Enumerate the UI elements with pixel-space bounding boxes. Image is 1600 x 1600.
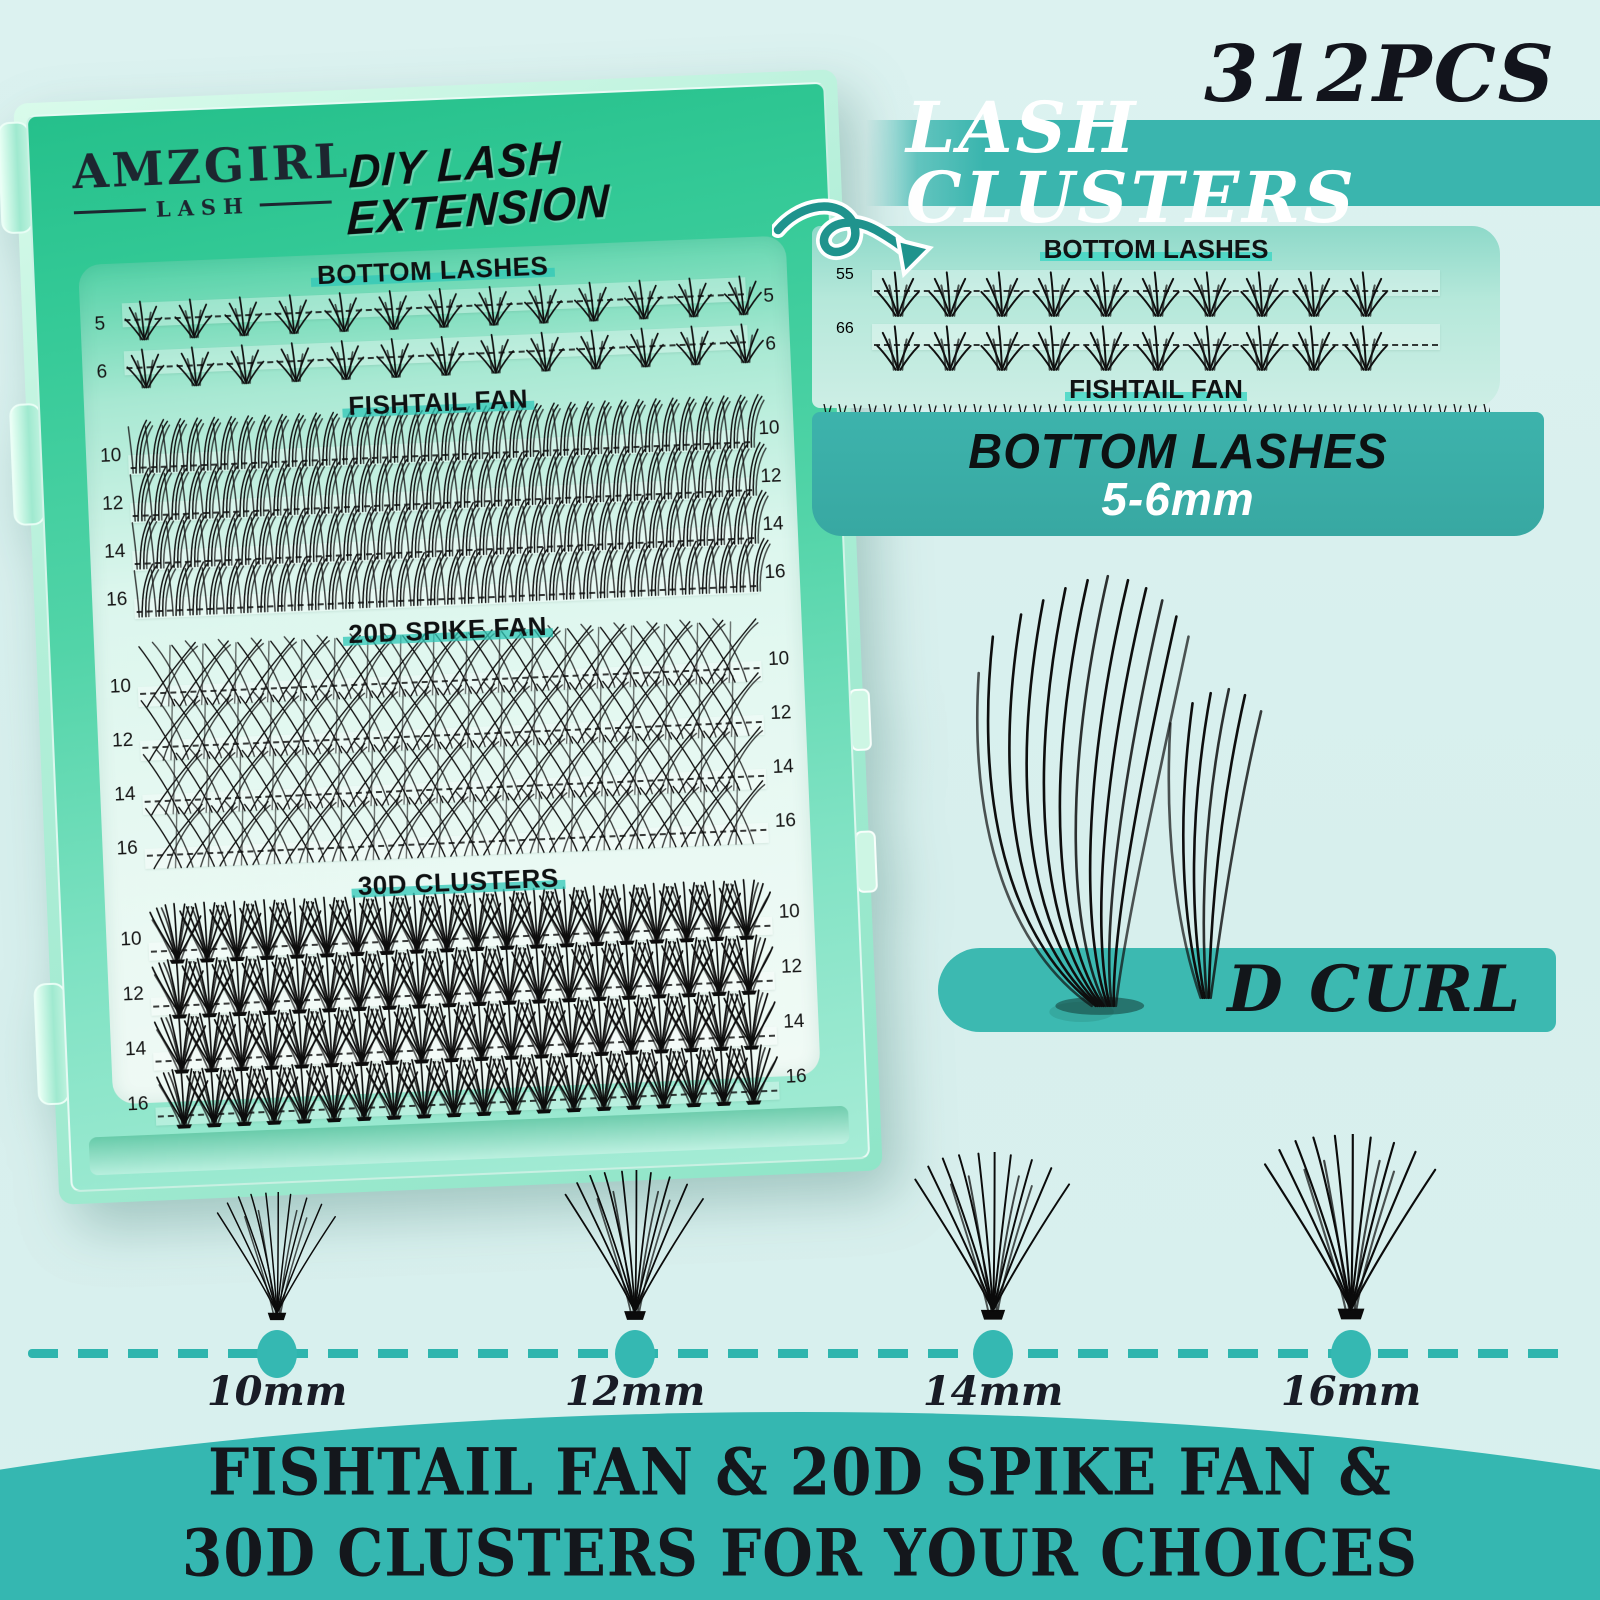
bottom-lashes-size-banner: BOTTOM LASHES 5-6mm (812, 412, 1544, 536)
row-size-label-right: 10 (767, 648, 790, 671)
size-cluster-illustration (564, 1170, 704, 1321)
row-size-label-left: 10 (99, 445, 122, 467)
size-label: 14mm (922, 1368, 1064, 1415)
lash-strip (876, 271, 1388, 317)
row-size-label-left: 5 (94, 313, 106, 336)
row-size-label-right: 16 (764, 561, 787, 584)
tray-header: AMZGIRL LASH DIY LASH EXTENSION (71, 119, 794, 246)
size-label: 16mm (1280, 1368, 1422, 1415)
brand-sub-label: LASH (155, 192, 251, 222)
inset-top-label: BOTTOM LASHES (812, 234, 1500, 264)
tray-title: DIY LASH EXTENSION (346, 131, 611, 246)
footer-headline: FISHTAIL FAN & 20D SPIKE FAN & 30D CLUST… (0, 1432, 1600, 1593)
row-size-label-left: 6 (836, 320, 845, 337)
row-size-label-right: 12 (780, 955, 803, 978)
row-size-label-right: 10 (778, 900, 801, 923)
brand-block: AMZGIRL LASH (71, 133, 352, 224)
size-dot (257, 1330, 297, 1378)
size-label: 12mm (564, 1368, 706, 1415)
d-curl-banner: D CURL (938, 948, 1556, 1032)
row-size-label-left: 14 (103, 540, 126, 563)
size-dot (1331, 1330, 1371, 1378)
size-dot (615, 1330, 655, 1378)
banner-size-range: 5-6mm (1101, 472, 1255, 525)
row-size-label-right: 16 (774, 810, 797, 832)
d-curl-lash-illustration (975, 574, 1263, 1024)
size-label: 10mm (206, 1368, 348, 1415)
row-dashed-line (874, 290, 1438, 292)
d-curl-label: D CURL (1227, 952, 1522, 1027)
brand-dash-left (73, 208, 146, 215)
lash-clusters-banner-label: LASH CLUSTERS (906, 86, 1357, 239)
lash-lane (872, 266, 1440, 320)
size-cluster-illustration (216, 1192, 336, 1321)
row-size-label-right: 5 (844, 266, 854, 283)
lash-strip (876, 325, 1388, 371)
lash-clusters-banner: LASH CLUSTERS (866, 93, 1600, 233)
row-size-label-right: 10 (757, 417, 780, 440)
row-size-label-left: 16 (126, 1092, 149, 1115)
row-size-label-left: 14 (113, 783, 136, 806)
row-size-label-left: 6 (96, 361, 108, 383)
piece-count-badge: 312PCS (1204, 29, 1556, 120)
size-ruler-dashed-line (28, 1349, 1572, 1358)
size-dot (973, 1330, 1013, 1378)
size-cluster-illustration (914, 1152, 1071, 1321)
row-size-label-left: 16 (105, 588, 128, 611)
inset-bottom-label: FISHTAIL FAN (812, 374, 1500, 404)
row-size-label-right: 6 (844, 320, 854, 337)
row-size-label-right: 6 (765, 333, 777, 355)
swirl-arrow-icon (772, 198, 934, 279)
row-size-label-right: 12 (759, 465, 782, 488)
row-size-label-left: 14 (124, 1038, 147, 1060)
size-cluster-illustration (1263, 1134, 1437, 1321)
row-dashed-line (874, 344, 1438, 346)
brand-name: AMZGIRL (71, 133, 352, 201)
row-size-label-left: 12 (101, 492, 124, 515)
row-size-label-left: 12 (122, 983, 145, 1005)
row-size-label-left: 10 (119, 928, 142, 950)
footer-arc-background (0, 1412, 1600, 1600)
banner-size-title: BOTTOM LASHES (968, 422, 1388, 478)
case-inner-panel: AMZGIRL LASH DIY LASH EXTENSION BOTTOM L… (25, 81, 871, 1193)
row-size-label-left: 16 (116, 837, 139, 860)
row-size-label-right: 16 (785, 1065, 808, 1088)
brand-dash-right (259, 200, 332, 207)
row-size-label-right: 12 (769, 702, 792, 725)
row-size-label-right: 14 (782, 1010, 805, 1033)
footer-line-2: 30D CLUSTERS FOR YOUR CHOICES (182, 1514, 1418, 1592)
row-size-label-left: 10 (109, 675, 132, 698)
row-size-label-left: 5 (836, 266, 845, 283)
lash-lane (872, 320, 1440, 374)
lash-tray-case: AMZGIRL LASH DIY LASH EXTENSION BOTTOM L… (0, 69, 883, 1205)
row-size-label-right: 14 (772, 756, 795, 779)
row-size-label-right: 14 (761, 513, 784, 536)
row-size-label-left: 12 (111, 729, 134, 752)
footer-line-1: FISHTAIL FAN & 20D SPIKE FAN & (208, 1434, 1392, 1511)
